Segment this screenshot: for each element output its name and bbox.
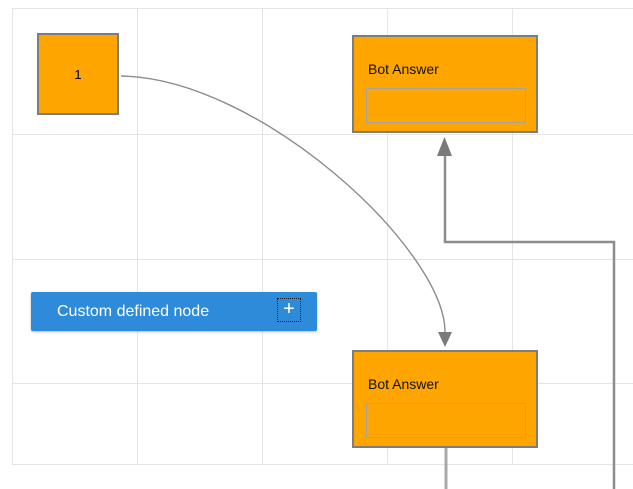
bot-answer-input[interactable] [366, 403, 526, 438]
connector-curve-node1-to-bot-answer-bottom[interactable] [120, 75, 446, 333]
node-bot-answer-top[interactable]: Bot Answer [352, 35, 538, 133]
bot-answer-input[interactable] [366, 88, 526, 123]
bot-answer-title: Bot Answer [368, 376, 439, 392]
palette-item-label: Custom defined node [57, 302, 210, 320]
node-bot-answer-bottom[interactable]: Bot Answer [352, 350, 538, 448]
node-1-label: 1 [74, 66, 82, 82]
connector-elbow-to-bot-answer-top[interactable] [443, 154, 616, 489]
bot-answer-title: Bot Answer [368, 61, 439, 77]
arrowhead-down-icon [438, 332, 452, 347]
add-node-button[interactable]: + [277, 298, 301, 322]
plus-icon: + [283, 298, 295, 320]
palette-item-custom-defined-node[interactable]: Custom defined node + [31, 292, 317, 331]
arrowhead-up-icon [437, 137, 452, 156]
node-1[interactable]: 1 [37, 33, 119, 115]
